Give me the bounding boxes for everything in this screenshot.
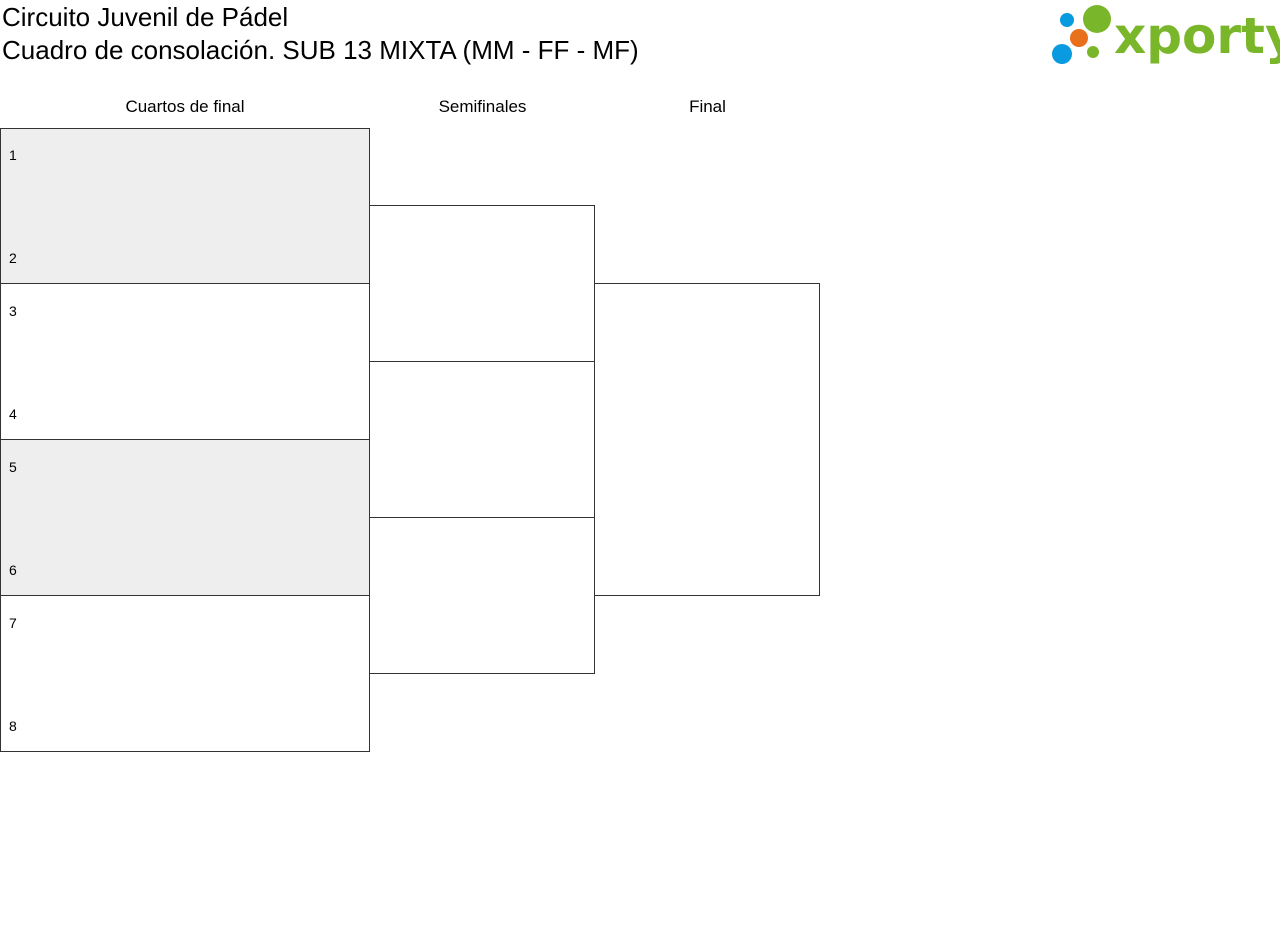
- round-label-semifinals: Semifinales: [438, 97, 527, 116]
- logo-dot-orange: [1070, 29, 1088, 47]
- semifinal-match-2: [369, 517, 595, 674]
- quarterfinal-match-3: 5 6: [0, 439, 370, 596]
- xporty-logo: xporty: [1050, 4, 1280, 68]
- page-subtitle: Cuadro de consolación. SUB 13 MIXTA (MM …: [2, 35, 639, 65]
- seed-1: 1: [9, 147, 17, 163]
- logo-wordmark: xporty: [1114, 7, 1280, 65]
- seed-4: 4: [9, 406, 17, 422]
- seed-2: 2: [9, 250, 17, 266]
- quarterfinal-match-2: 3 4: [0, 283, 370, 440]
- semifinal-match-1: [369, 205, 595, 362]
- logo-dot-green-large: [1083, 5, 1111, 33]
- seed-8: 8: [9, 718, 17, 734]
- final-match: [594, 283, 820, 596]
- logo-dot-blue-large: [1052, 44, 1072, 64]
- quarterfinal-match-1: 1 2: [0, 128, 370, 284]
- page-title: Circuito Juvenil de Pádel: [2, 2, 289, 32]
- quarterfinal-match-4: 7 8: [0, 595, 370, 752]
- logo-dot-blue-small: [1060, 13, 1074, 27]
- logo-dot-green-small: [1087, 46, 1099, 58]
- round-label-quarterfinals: Cuartos de final: [125, 97, 245, 116]
- seed-7: 7: [9, 615, 17, 631]
- round-label-final: Final: [689, 97, 726, 116]
- seed-6: 6: [9, 562, 17, 578]
- seed-5: 5: [9, 459, 17, 475]
- seed-3: 3: [9, 303, 17, 319]
